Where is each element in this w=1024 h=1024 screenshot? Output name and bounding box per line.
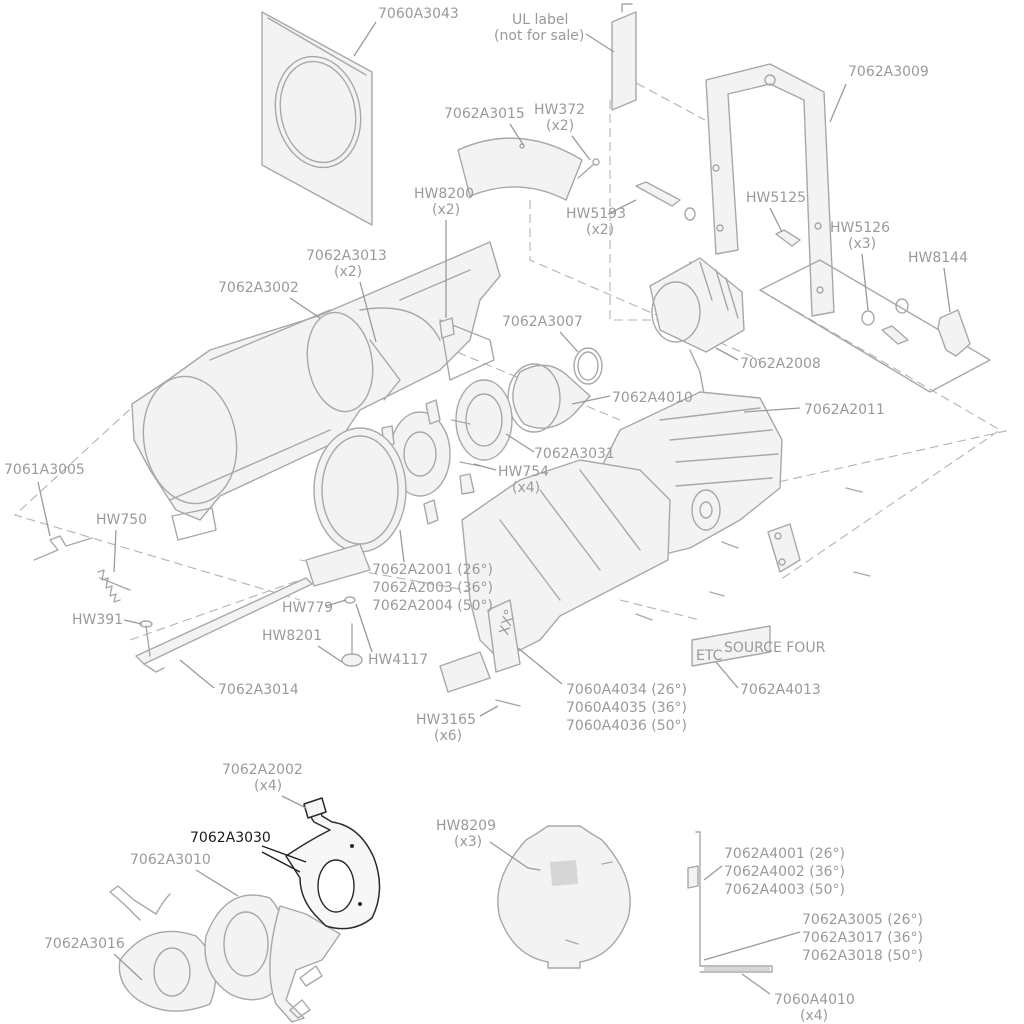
ul-label-part bbox=[611, 3, 637, 111]
label-7062A2002: 7062A2002 bbox=[222, 762, 303, 778]
label-7062A2008: 7062A2008 bbox=[740, 356, 821, 372]
shutter-assembly-part bbox=[455, 379, 513, 461]
label-hw5125: HW5125 bbox=[746, 190, 806, 206]
lens-spacer-detail bbox=[687, 831, 773, 973]
label-7062A3013-qty: (x2) bbox=[334, 264, 362, 280]
label-7060A4034: 7060A4034 (26°) bbox=[566, 682, 687, 698]
label-7062A2001: 7062A2001 (26°) bbox=[372, 562, 493, 578]
label-ul-label: UL label bbox=[512, 12, 568, 28]
label-7062A4013: 7062A4013 bbox=[740, 682, 821, 698]
label-7062A2004: 7062A2004 (50°) bbox=[372, 598, 493, 614]
label-7062A3018: 7062A3018 (50°) bbox=[802, 948, 923, 964]
label-7060A4010: 7060A4010 bbox=[774, 992, 855, 1008]
hw8201-knob bbox=[341, 623, 363, 667]
label-7062A3005: 7062A3005 (26°) bbox=[802, 912, 923, 928]
label-hw3165-qty: (x6) bbox=[434, 728, 462, 744]
label-7062A4001: 7062A4001 (26°) bbox=[724, 846, 845, 862]
label-7062A3013: 7062A3013 bbox=[306, 248, 387, 264]
label-hw4117: HW4117 bbox=[368, 652, 428, 668]
hw3165-screws bbox=[495, 487, 871, 707]
label-7062A4003: 7062A4003 (50°) bbox=[724, 882, 845, 898]
label-7062A2002-qty: (x4) bbox=[254, 778, 282, 794]
socket-plate-part bbox=[767, 523, 801, 573]
handle-part bbox=[33, 535, 93, 561]
label-7062A2011: 7062A2011 bbox=[804, 402, 885, 418]
etc-badge-part: ETC SOURCE FOUR bbox=[691, 625, 826, 667]
label-hw5126-qty: (x3) bbox=[848, 236, 876, 252]
lens-ring-part bbox=[313, 427, 407, 553]
label-7062A3016: 7062A3016 bbox=[44, 936, 125, 952]
label-hw5193: HW5193 bbox=[566, 206, 626, 222]
label-hw754: HW754 bbox=[498, 464, 549, 480]
source-four-text: SOURCE FOUR bbox=[724, 640, 826, 656]
top-cover-part bbox=[457, 137, 600, 201]
hw5126-washers bbox=[861, 298, 909, 345]
label-hw372-qty: (x2) bbox=[546, 118, 574, 134]
reflector-part bbox=[507, 363, 591, 433]
slide-bar-part bbox=[135, 577, 313, 673]
shutter-blades-detail: 7062A2002 (x4) 7062A3030 7062A3010 7062A… bbox=[44, 762, 381, 1023]
label-7060A4035: 7060A4035 (36°) bbox=[566, 700, 687, 716]
label-7060A4036: 7060A4036 (50°) bbox=[566, 718, 687, 734]
hw779-washer bbox=[344, 596, 356, 604]
label-7060A4010-qty: (x4) bbox=[800, 1008, 828, 1024]
yoke-part bbox=[705, 63, 991, 393]
gel-frame-part bbox=[261, 11, 373, 226]
label-hw8144: HW8144 bbox=[908, 250, 968, 266]
label-7062A2003: 7062A2003 (36°) bbox=[372, 580, 493, 596]
label-7062A3010: 7062A3010 bbox=[130, 852, 211, 868]
label-7062A4002: 7062A4002 (36°) bbox=[724, 864, 845, 880]
label-hw5126: HW5126 bbox=[830, 220, 890, 236]
label-7061A3005: 7061A3005 bbox=[4, 462, 85, 478]
shutter-blade-tab bbox=[269, 905, 341, 1023]
label-7062A3031: 7062A3031 bbox=[534, 446, 615, 462]
label-7062A3002: 7062A3002 bbox=[218, 280, 299, 296]
label-7062A3030: 7062A3030 bbox=[190, 830, 271, 846]
spring-part bbox=[97, 569, 131, 603]
label-hw3165: HW3165 bbox=[416, 712, 476, 728]
hw5193-screw bbox=[635, 181, 696, 221]
label-hw8209: HW8209 bbox=[436, 818, 496, 834]
label-7062A3017: 7062A3017 (36°) bbox=[802, 930, 923, 946]
label-7062A3014: 7062A3014 bbox=[218, 682, 299, 698]
label-7060A3043: 7060A3043 bbox=[378, 6, 459, 22]
etc-logo-text: ETC bbox=[696, 648, 723, 664]
label-hw8200: HW8200 bbox=[414, 186, 474, 202]
label-hw8200-qty: (x2) bbox=[432, 202, 460, 218]
clip-part bbox=[369, 317, 455, 401]
label-7062A3015: 7062A3015 bbox=[444, 106, 525, 122]
lamp-cap-part bbox=[649, 257, 745, 395]
top-labels: 7060A3043 UL label (not for sale) 7062A3… bbox=[4, 6, 968, 744]
hw8144-knob bbox=[937, 309, 971, 357]
ring-part bbox=[573, 347, 603, 385]
label-hw5193-qty: (x2) bbox=[586, 222, 614, 238]
label-7062A3009: 7062A3009 bbox=[848, 64, 929, 80]
right-detail-labels: 7062A4001 (26°) 7062A4002 (36°) 7062A400… bbox=[703, 846, 923, 1024]
label-hw8201: HW8201 bbox=[262, 628, 322, 644]
xx-angle-mark: XX° bbox=[496, 608, 518, 637]
label-hw750: HW750 bbox=[96, 512, 147, 528]
guide-block-part bbox=[305, 543, 491, 693]
label-hw8209-qty: (x3) bbox=[454, 834, 482, 850]
label-hw391: HW391 bbox=[72, 612, 123, 628]
label-7062A4010: 7062A4010 bbox=[612, 390, 693, 406]
label-hw779: HW779 bbox=[282, 600, 333, 616]
hw5125-screw bbox=[775, 229, 801, 247]
shutter-blade-3030 bbox=[285, 797, 381, 930]
label-hw754-qty: (x4) bbox=[512, 480, 540, 496]
label-ul-not-for-sale: (not for sale) bbox=[494, 28, 584, 44]
label-7062A3007: 7062A3007 bbox=[502, 314, 583, 330]
shutter-blade-3016 bbox=[109, 885, 217, 1012]
lens-tube-part: XX° bbox=[461, 459, 671, 673]
main-body-part bbox=[131, 241, 501, 541]
reflector-plate-detail: HW8209 (x3) bbox=[436, 818, 631, 969]
label-hw372: HW372 bbox=[534, 102, 585, 118]
